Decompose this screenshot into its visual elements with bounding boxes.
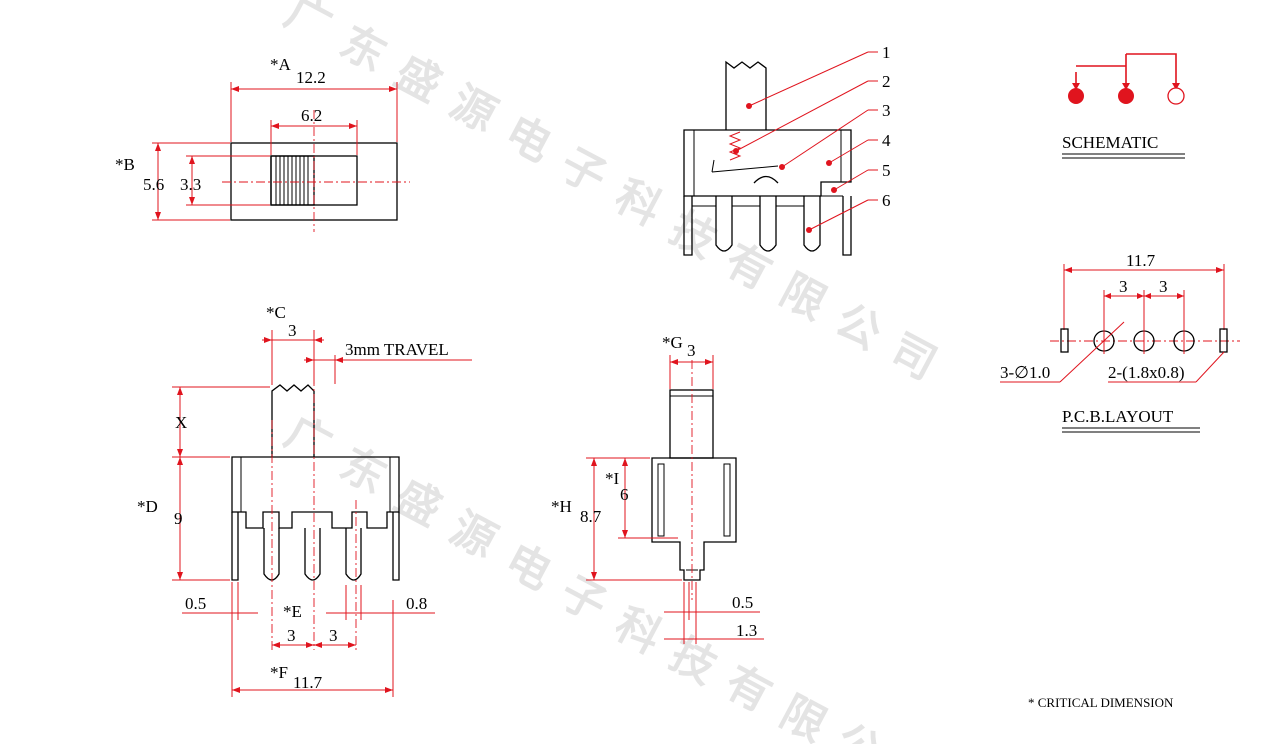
critical-dimension-note: * CRITICAL DIMENSION [1028, 695, 1174, 710]
front-leg-right [392, 512, 400, 581]
dim-f-value: 11.7 [293, 673, 323, 692]
section-actuator [725, 60, 767, 130]
callout-6: 6 [882, 191, 891, 210]
dim-inner-value: 6.2 [301, 106, 322, 125]
side-housing [651, 457, 737, 581]
schematic-contact-middle [1118, 88, 1134, 104]
section-left-leg [683, 196, 693, 256]
dim-lead-left: 0.5 [185, 594, 206, 613]
pcb-slots-note: 2-(1.8x0.8) [1108, 363, 1184, 382]
dim-e-label: *E [283, 602, 302, 621]
pcb-pitch-2: 3 [1159, 277, 1168, 296]
dim-c-label: *C [266, 303, 286, 322]
pcb-layout: 11.7 3 3 3-∅1.0 2-(1.8x0.8) P.C.B.LAYOUT [1000, 251, 1240, 433]
dim-d-label: *D [137, 497, 158, 516]
svg-text:盛: 盛 [387, 46, 450, 112]
dim-a-value: 12.2 [296, 68, 326, 87]
front-housing [231, 456, 400, 529]
svg-text:子: 子 [552, 566, 615, 632]
dim-b-label: *B [115, 155, 135, 174]
front-pin-3 [345, 528, 362, 581]
callout-5: 5 [882, 161, 891, 180]
schematic: SCHEMATIC [1062, 53, 1185, 159]
dim-e1-value: 3 [287, 626, 296, 645]
section-view: 1 2 3 4 5 6 [683, 43, 891, 256]
pcb-overall-dim: 11.7 [1126, 251, 1156, 270]
schematic-contact-right [1167, 87, 1185, 105]
svg-text:源: 源 [442, 502, 505, 568]
dim-h-label: *H [551, 497, 572, 516]
dim-x-label: X [175, 413, 187, 432]
svg-text:盛: 盛 [387, 470, 450, 536]
actuator-ribs [275, 156, 309, 205]
front-pin-1 [263, 528, 280, 581]
svg-text:技: 技 [662, 202, 725, 268]
svg-text:司: 司 [882, 324, 945, 390]
dim-g-label: *G [662, 333, 683, 352]
svg-text:限: 限 [772, 264, 835, 330]
callout-2: 2 [882, 72, 891, 91]
pcb-holes-note: 3-∅1.0 [1000, 363, 1050, 382]
side-view: *G 3 *H 8.7 *I 6 0.5 1.3 [551, 333, 764, 644]
svg-text:东: 东 [332, 438, 395, 504]
dim-step-value: 1.3 [736, 621, 757, 640]
schematic-contact-left [1068, 88, 1084, 104]
schematic-title: SCHEMATIC [1062, 133, 1158, 152]
dim-d-value: 9 [174, 509, 183, 528]
dim-i-value: 6 [620, 485, 629, 504]
svg-text:广: 广 [277, 0, 340, 52]
svg-text:技: 技 [662, 628, 725, 694]
svg-text:电: 电 [497, 534, 560, 600]
section-pin-middle [759, 196, 777, 252]
section-pin-left [715, 196, 733, 252]
front-view: *C 3 3mm TRAVEL X *D 9 0.5 0.8 *E 3 3 *F… [137, 303, 472, 697]
travel-label: 3mm TRAVEL [345, 340, 449, 359]
front-leg-left [231, 512, 239, 581]
svg-text:科: 科 [607, 170, 670, 236]
pcb-pitch-1: 3 [1119, 277, 1128, 296]
svg-text:广: 广 [277, 406, 340, 472]
front-pin-2 [304, 528, 321, 581]
callout-3: 3 [882, 101, 891, 120]
dim-b-value: 5.6 [143, 175, 164, 194]
callout-1: 1 [882, 43, 891, 62]
section-pin-right [803, 196, 821, 252]
dim-lead-right: 0.8 [406, 594, 427, 613]
svg-text:公: 公 [827, 714, 890, 744]
svg-text:源: 源 [442, 76, 505, 142]
dim-c-value: 3 [288, 321, 297, 340]
side-actuator [669, 389, 714, 459]
callout-4: 4 [882, 131, 891, 150]
svg-text:科: 科 [607, 598, 670, 664]
dim-g-value: 3 [687, 341, 696, 360]
dim-h-value: 8.7 [580, 507, 602, 526]
pcb-title: P.C.B.LAYOUT [1062, 407, 1174, 426]
pcb-slot-right [1219, 328, 1228, 353]
dim-slot-value: 3.3 [180, 175, 201, 194]
watermark-text: 广 东 盛 源 电 子 科 技 有 限 公 司 [277, 0, 945, 390]
svg-text:有: 有 [717, 656, 780, 722]
dim-f-label: *F [270, 663, 288, 682]
svg-text:公: 公 [827, 294, 890, 360]
svg-text:电: 电 [497, 106, 560, 172]
svg-text:东: 东 [332, 16, 395, 82]
dim-a-label: *A [270, 55, 292, 74]
svg-text:子: 子 [552, 138, 615, 204]
front-actuator [271, 384, 315, 457]
dim-i-label: *I [605, 469, 620, 488]
svg-text:限: 限 [772, 686, 835, 744]
contact-dome [753, 175, 779, 184]
svg-text:有: 有 [717, 234, 780, 300]
dim-pin-value: 0.5 [732, 593, 753, 612]
dim-e2-value: 3 [329, 626, 338, 645]
section-housing [683, 129, 852, 197]
top-view: *A 12.2 6.2 *B 5.6 3.3 [115, 55, 410, 232]
pcb-slot-left [1060, 328, 1069, 353]
